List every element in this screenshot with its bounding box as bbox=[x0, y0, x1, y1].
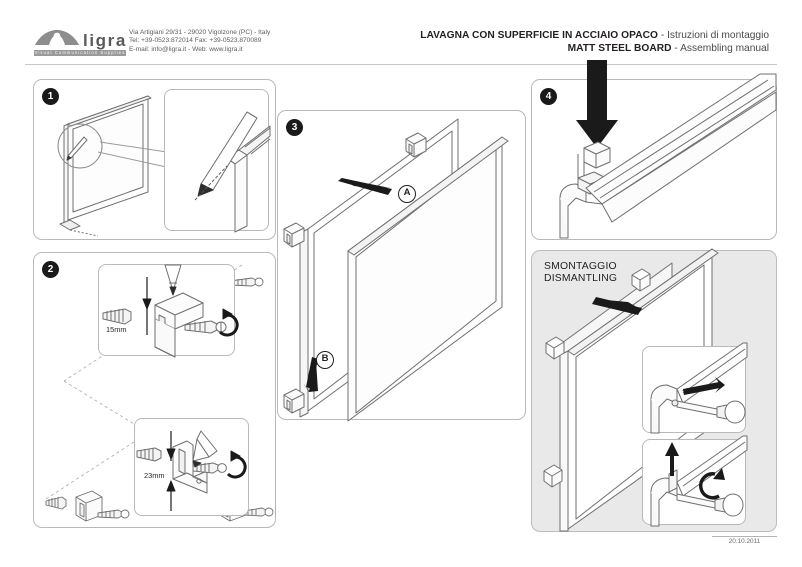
title-english-main: MATT STEEL BOARD bbox=[567, 42, 672, 54]
footer-date: 20.10.2011 bbox=[728, 538, 761, 545]
inset-dismantle-lift bbox=[642, 435, 748, 527]
bracket-23mm-illustration bbox=[136, 430, 247, 511]
dismantle-push-illustration bbox=[650, 342, 748, 434]
header-divider bbox=[25, 64, 777, 65]
inset-bracket-15mm: 15mm bbox=[98, 264, 239, 358]
insertion-arrow bbox=[576, 60, 618, 148]
dismantling-heading: SMONTAGGIO DISMANTLING bbox=[544, 261, 617, 286]
board-marking-illustration bbox=[57, 95, 181, 237]
panel-step-2: 2 bbox=[33, 252, 276, 528]
address-line-1: Via Artigiani 29/31 - 29020 Vigolzone (P… bbox=[129, 29, 271, 36]
dismantle-lift-illustration bbox=[650, 435, 748, 527]
inset-bracket-23mm: 23mm bbox=[134, 418, 249, 516]
page-header: ligra Visual Communication Supplies Via … bbox=[0, 0, 802, 68]
step-badge-2: 2 bbox=[42, 261, 59, 278]
dimension-label-23mm: 23mm bbox=[144, 471, 165, 480]
dismantling-heading-it: SMONTAGGIO bbox=[544, 261, 617, 272]
panel-step-3: 3 bbox=[277, 110, 526, 422]
document-title: LAVAGNA CON SUPERFICIE IN ACCIAIO OPACO … bbox=[420, 30, 769, 55]
footer-divider bbox=[712, 536, 777, 537]
inset-dismantle-push bbox=[642, 342, 748, 434]
ligra-arch-logo-icon: ligra bbox=[35, 30, 127, 50]
title-english: MATT STEEL BOARD - Assembling manual bbox=[420, 43, 769, 56]
arrow-a bbox=[338, 171, 392, 195]
step-badge-1: 1 bbox=[42, 88, 59, 105]
company-logo: ligra Visual Communication Supplies bbox=[33, 28, 128, 58]
step-badge-4: 4 bbox=[540, 88, 557, 105]
callout-b: B bbox=[316, 351, 334, 369]
company-address: Via Artigiani 29/31 - 29020 Vigolzone (P… bbox=[129, 29, 270, 54]
board-mounting-illustration bbox=[283, 118, 509, 422]
panel-step-4: 4 bbox=[531, 60, 777, 240]
title-italian-main: LAVAGNA CON SUPERFICIE IN ACCIAIO OPACO bbox=[420, 30, 659, 41]
logo-tagline: Visual Communication Supplies bbox=[34, 50, 126, 56]
callout-a: A bbox=[398, 185, 416, 203]
arrow-b bbox=[303, 357, 318, 392]
corner-cap-illustration bbox=[559, 60, 777, 239]
pencil-corner-detail-illustration bbox=[194, 111, 271, 233]
inset-pencil-detail bbox=[164, 89, 271, 233]
title-english-sub: - Assembling manual bbox=[671, 42, 769, 54]
panel-dismantling: SMONTAGGIO DISMANTLING bbox=[531, 248, 777, 532]
dimension-label-15mm: 15mm bbox=[106, 325, 127, 334]
removal-arrow bbox=[592, 297, 642, 315]
address-line-3: E-mail: info@ligra.it - Web: www.ligra.i… bbox=[129, 45, 243, 53]
svg-text:ligra: ligra bbox=[83, 31, 127, 50]
bracket-15mm-illustration bbox=[102, 264, 239, 358]
step-badge-3: 3 bbox=[286, 119, 303, 136]
title-italian: LAVAGNA CON SUPERFICIE IN ACCIAIO OPACO … bbox=[420, 30, 769, 43]
dismantling-heading-en: DISMANTLING bbox=[544, 273, 618, 285]
panel-step-1: 1 bbox=[33, 79, 276, 240]
dismantling-illustration bbox=[543, 248, 719, 532]
title-italian-sub: - Istruzioni di montaggio bbox=[658, 30, 769, 41]
address-line-2: Tel: +39-0523.872014 Fax: +39-0523.87008… bbox=[129, 37, 262, 45]
